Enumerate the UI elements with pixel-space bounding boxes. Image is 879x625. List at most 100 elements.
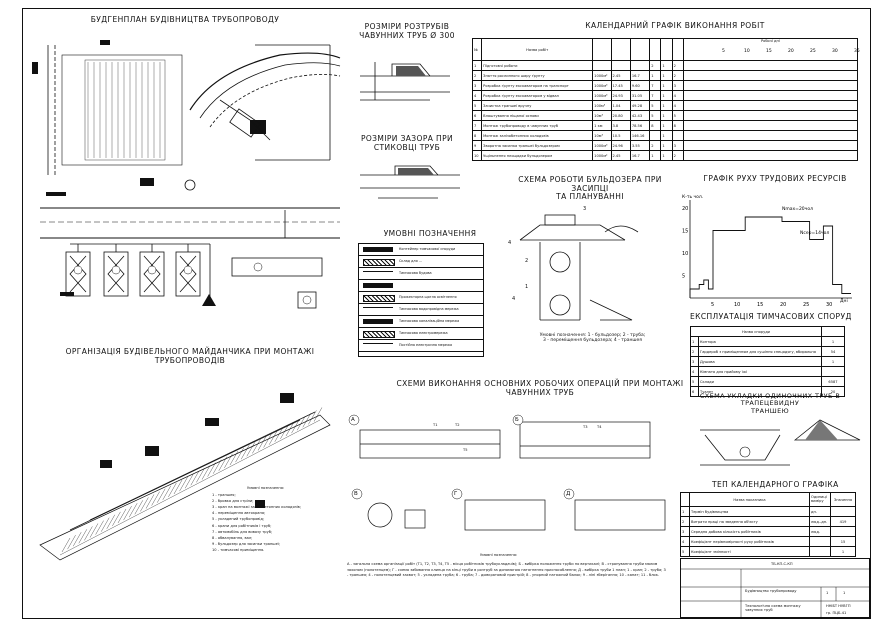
tep-cell-unit	[809, 536, 831, 547]
trench-hatch	[274, 427, 283, 442]
trench-hatch	[235, 448, 244, 463]
labor-x-tick: 10	[734, 302, 740, 308]
legend-symbol	[363, 343, 393, 349]
trench-hatch	[173, 479, 183, 495]
labor-title: ГРАФІК РУХУ ТРУДОВИХ РЕСУРСІВ	[703, 174, 847, 183]
labor-step-line	[689, 216, 851, 298]
legend-row: Прожекторна щогла освітлення	[359, 292, 483, 304]
calendar-cell-no: 10	[471, 150, 483, 161]
trench-hatch	[308, 410, 317, 425]
site-legend-item: 10 - тимчасові приміщення.	[212, 547, 265, 552]
op-mark-t3: T3	[583, 425, 588, 429]
tep-cell-name: Середня добова кількість робітників	[689, 526, 810, 537]
trench-hatch	[95, 520, 104, 535]
tep-cell-no: 1	[680, 506, 690, 517]
tep-cell-unit: люд.	[809, 526, 831, 537]
legend-title: УМОВНІ ПОЗНАЧЕННЯ	[383, 229, 477, 238]
tep-cell-name: Коефіцієнт змінності	[689, 546, 810, 557]
site-legend-item: 9 - бульдозер для засипки траншеї;	[212, 541, 280, 546]
tep-cell-name: Коефіцієнт нерівномірності руху робітник…	[689, 536, 810, 547]
tep-title: ТЕП КАЛЕНДАРНОГО ГРАФІКА	[712, 480, 839, 489]
calendar-title: КАЛЕНДАРНИЙ ГРАФІК ВИКОНАННЯ РОБІТ	[585, 21, 765, 30]
labor-x-tick: 20	[780, 302, 786, 308]
legend-symbol	[363, 283, 393, 288]
legend-row	[359, 280, 483, 292]
labor-x-tick: 15	[757, 302, 763, 308]
calendar-day-tick: 10	[744, 48, 750, 54]
site-legend-item: 8 - обвалування, вал;	[212, 535, 253, 540]
op-label-g: Г	[454, 491, 458, 497]
svg-text:3: 3	[583, 206, 586, 212]
sheet-frame	[22, 8, 871, 619]
temp-cell-value: 20	[821, 386, 845, 397]
tep-cell-no: 3	[680, 526, 690, 537]
trench-hatch	[67, 535, 76, 550]
tep-cell-unit: люд.-дн.	[809, 516, 831, 527]
legend-row: Тимчасова водопровідна мережа	[359, 304, 483, 316]
labor-y-tick: 10	[682, 251, 688, 257]
labor-y-tick: 20	[682, 206, 688, 212]
trench-hatch	[291, 419, 300, 434]
trench-hatch	[162, 485, 171, 500]
trench-hatch	[168, 482, 177, 497]
trench-hatch	[224, 453, 233, 468]
tep-cell-value: 15	[830, 536, 856, 547]
legend-row: Тимчасова будова	[359, 268, 483, 280]
trench-hatch	[196, 468, 205, 483]
trench-hatch	[218, 456, 227, 471]
stamp-org: ННІБТ НУВГП	[826, 604, 851, 608]
calendar-day-tick: 25	[810, 48, 816, 54]
trench-hatch	[241, 445, 250, 460]
trench-hatch	[106, 514, 115, 529]
temp-buildings-title: ЕКСПЛУАТАЦІЯ ТИМЧАСОВИХ СПОРУД	[690, 312, 852, 321]
op-mark-t4: T4	[597, 425, 602, 429]
tep-table: Назва показника Одиниці виміру Значення …	[680, 492, 856, 557]
trench-hatch	[117, 508, 127, 524]
labor-annotation-avg: Nсер=14чол	[800, 230, 829, 236]
op-mark-t2: T2	[455, 423, 460, 427]
labor-x-label: Дні	[840, 298, 848, 304]
trench-hatch	[157, 488, 166, 503]
labor-y-tick: 5	[682, 274, 685, 280]
tep-cell-name: Витрати праці на зведення об'єкту	[689, 516, 810, 527]
trench-hatch	[145, 494, 155, 509]
trench-hatch	[112, 511, 121, 526]
stamp-sheet-b: 1	[843, 591, 846, 595]
op-label-v: В	[354, 491, 359, 497]
trench-hatch	[61, 537, 71, 553]
op-mark-t1: T1	[433, 423, 438, 427]
trench-hatch	[123, 506, 132, 521]
trench-hatch	[257, 436, 267, 451]
trench-hatch	[134, 500, 143, 515]
tep-cell-name: Термін будівництва	[689, 506, 810, 517]
calendar-day-tick: 20	[788, 48, 794, 54]
title-block-lines	[681, 568, 871, 619]
site-legend-heading: Умовні позначення:	[247, 486, 285, 490]
tep-cell-value	[830, 526, 856, 537]
trench-hatch	[269, 430, 278, 445]
labor-x-tick: 5	[711, 302, 714, 308]
site-legend-item: 2 - бровка для стріли;	[212, 499, 254, 504]
socket-dims-title: РОЗМІРИ РОЗТРУБІВ ЧАВУННИХ ТРУБ Ø 300	[359, 22, 455, 40]
svg-text:4: 4	[508, 240, 511, 246]
tep-head-unit: Одиниці виміру	[809, 492, 831, 507]
legend-label: Тимчасова будова	[399, 271, 432, 275]
trench-hatch	[185, 474, 194, 489]
trench-hatch	[201, 465, 211, 480]
trench-hatch	[84, 526, 93, 541]
trench-hatch	[101, 517, 110, 532]
op-label-d: Д	[566, 491, 571, 497]
